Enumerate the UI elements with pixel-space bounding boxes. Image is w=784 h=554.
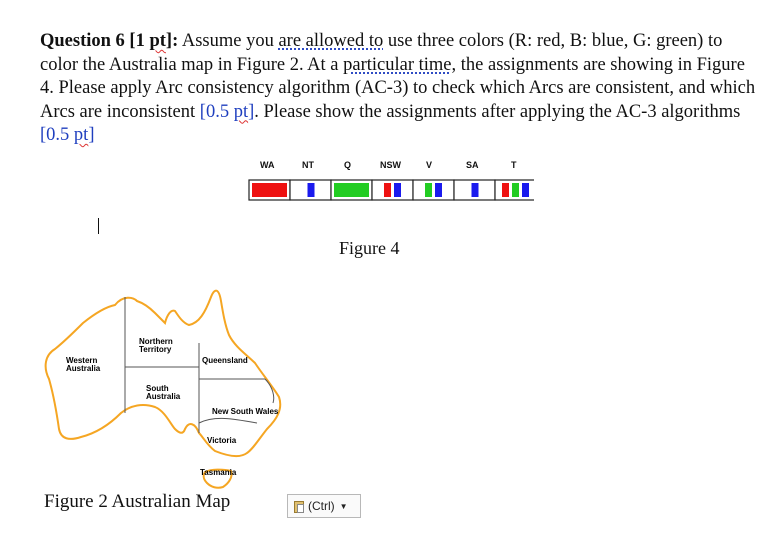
domain-color-swatch — [252, 183, 287, 197]
question-text: Question 6 [1 pt]: Assume you are allowe… — [40, 31, 756, 145]
border-line — [264, 378, 275, 404]
var-label: NSW — [380, 160, 401, 170]
domain-cell-v — [412, 179, 455, 201]
var-label: Q — [344, 160, 352, 170]
domain-cell-nsw — [371, 179, 414, 201]
domain-color-swatch — [502, 183, 509, 197]
domain-color-swatch — [512, 183, 519, 197]
var-label: NT — [302, 160, 314, 170]
map-label-q: Queensland — [202, 356, 248, 365]
chevron-down-icon: ▼ — [339, 501, 348, 511]
points-marker: [0.5 pt] — [199, 101, 255, 122]
domain-color-swatch — [334, 183, 369, 197]
figure4-caption: Figure 4 — [339, 238, 400, 258]
border-line — [198, 417, 258, 424]
domain-color-swatch — [384, 183, 391, 197]
figure4-domain-table — [248, 179, 534, 201]
domain-color-swatch — [394, 183, 401, 197]
points-marker: [0.5 pt] — [40, 125, 95, 145]
domain-color-swatch — [471, 183, 479, 197]
figure2-caption: Figure 2 Australian Map — [44, 491, 231, 512]
domain-color-swatch — [435, 183, 442, 197]
var-label: V — [426, 160, 433, 170]
australia-outline — [44, 289, 282, 458]
map-label-v: Victoria — [207, 436, 237, 445]
tasmania-outline — [202, 468, 233, 489]
domain-color-swatch — [522, 183, 529, 197]
map-label-t: Tasmania — [200, 468, 237, 477]
domain-color-swatch — [425, 183, 432, 197]
question-heading: Question 6 [1 pt]: — [40, 31, 179, 51]
var-label: WA — [260, 160, 275, 170]
text-cursor — [98, 218, 99, 234]
var-label: T — [511, 160, 517, 170]
paste-options-label: (Ctrl) — [308, 499, 335, 513]
paste-options-button[interactable]: (Ctrl) ▼ — [287, 494, 361, 518]
clipboard-icon — [293, 499, 305, 513]
map-label-nsw: New South Wales — [212, 407, 279, 416]
var-label: SA — [466, 160, 479, 170]
domain-color-swatch — [307, 183, 315, 197]
